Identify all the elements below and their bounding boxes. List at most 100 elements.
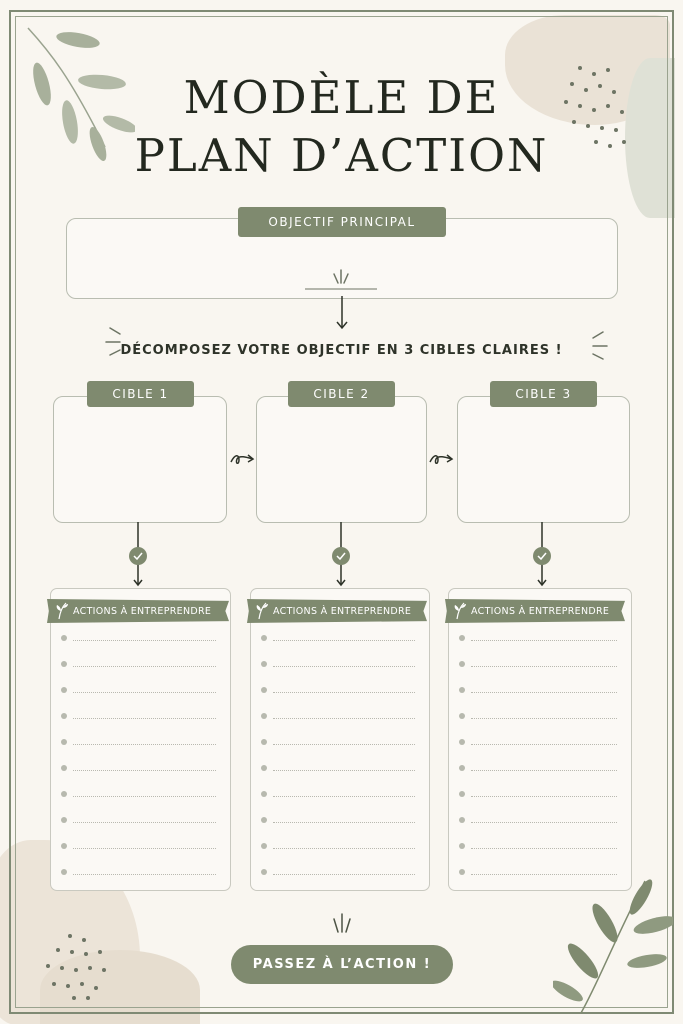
actions-card-3: ACTIONS À ENTREPRENDRE <box>445 588 632 891</box>
dotted-line <box>273 770 415 771</box>
dotted-line <box>471 848 617 849</box>
bullet-dot <box>61 843 67 849</box>
action-line[interactable] <box>261 635 415 645</box>
decor-blob-right <box>625 58 675 218</box>
dotted-line <box>471 874 617 875</box>
page-title-line2: PLAN D’ACTION <box>134 129 549 182</box>
action-line[interactable] <box>459 739 617 749</box>
action-line[interactable] <box>261 713 415 723</box>
action-line[interactable] <box>261 791 415 801</box>
bullet-dot <box>261 765 267 771</box>
actions-card-label: ACTIONS À ENTREPRENDRE <box>73 605 212 617</box>
dotted-line <box>73 848 216 849</box>
bullet-dot <box>261 687 267 693</box>
action-line[interactable] <box>61 661 216 671</box>
action-line[interactable] <box>61 817 216 827</box>
bullet-dot <box>261 843 267 849</box>
leaf-branch-icon <box>553 879 673 1014</box>
action-line[interactable] <box>261 843 415 853</box>
bullet-dot <box>459 843 465 849</box>
check-circle-icon <box>533 522 551 587</box>
action-line[interactable] <box>261 869 415 879</box>
dotted-line <box>273 640 415 641</box>
dotted-line <box>73 718 216 719</box>
bullet-dot <box>459 687 465 693</box>
leaf-icon <box>56 602 68 620</box>
sparkle-icon-bottom <box>333 913 351 933</box>
actions-card-header: ACTIONS À ENTREPRENDRE <box>47 599 229 623</box>
bullet-dot <box>61 635 67 641</box>
action-line[interactable] <box>61 791 216 801</box>
dotted-line <box>471 822 617 823</box>
action-line[interactable] <box>61 765 216 775</box>
action-line[interactable] <box>261 817 415 827</box>
dotted-line <box>273 848 415 849</box>
bullet-dot <box>61 687 67 693</box>
action-line[interactable] <box>459 791 617 801</box>
bullet-dot <box>61 817 67 823</box>
action-line[interactable] <box>459 817 617 827</box>
action-line[interactable] <box>459 843 617 853</box>
target-1-label: CIBLE 1 <box>87 381 194 407</box>
bullet-dot <box>61 869 67 875</box>
action-line[interactable] <box>459 687 617 697</box>
bullet-dot <box>459 765 465 771</box>
action-line[interactable] <box>261 687 415 697</box>
bullet-dot <box>261 661 267 667</box>
check-circle-icon <box>129 522 147 587</box>
objective-label: OBJECTIF PRINCIPAL <box>238 207 446 237</box>
actions-card-header: ACTIONS À ENTREPRENDRE <box>445 599 625 623</box>
dotted-line <box>73 770 216 771</box>
action-line[interactable] <box>459 869 617 879</box>
dotted-line <box>471 796 617 797</box>
leaf-icon <box>454 602 466 620</box>
leaf-branch-icon <box>27 27 135 162</box>
bullet-dot <box>459 635 465 641</box>
target-3-box[interactable] <box>457 396 630 523</box>
dotted-line <box>73 666 216 667</box>
action-line[interactable] <box>261 739 415 749</box>
target-1-box[interactable] <box>53 396 227 523</box>
action-line[interactable] <box>61 869 216 879</box>
dotted-line <box>73 692 216 693</box>
action-line[interactable] <box>61 739 216 749</box>
page-title-line1: MODÈLE DE <box>183 71 500 124</box>
action-line[interactable] <box>459 713 617 723</box>
dotted-line <box>273 796 415 797</box>
bullet-dot <box>61 791 67 797</box>
action-line[interactable] <box>459 661 617 671</box>
action-line[interactable] <box>61 713 216 723</box>
action-line[interactable] <box>459 635 617 645</box>
bullet-dot <box>459 791 465 797</box>
bullet-dot <box>61 713 67 719</box>
action-line[interactable] <box>261 661 415 671</box>
arrow-down-icon <box>336 296 348 330</box>
dotted-line <box>471 666 617 667</box>
bullet-dot <box>261 817 267 823</box>
bullet-dot <box>459 739 465 745</box>
dotted-line <box>73 874 216 875</box>
target-2-box[interactable] <box>256 396 427 523</box>
bullet-dot <box>459 869 465 875</box>
bullet-dot <box>261 739 267 745</box>
dotted-line <box>471 744 617 745</box>
action-line[interactable] <box>459 765 617 775</box>
sparkle-icon-right <box>592 331 608 360</box>
curly-arrow-icon <box>429 454 454 464</box>
leaf-icon <box>256 602 268 620</box>
action-line[interactable] <box>61 687 216 697</box>
call-to-action-button[interactable]: PASSEZ À L’ACTION ! <box>231 945 453 984</box>
action-line[interactable] <box>61 843 216 853</box>
actions-card-header: ACTIONS À ENTREPRENDRE <box>247 599 427 623</box>
dotted-line <box>273 822 415 823</box>
bullet-dot <box>61 765 67 771</box>
sparkle-icon <box>305 269 377 290</box>
dotted-line <box>273 718 415 719</box>
curly-arrow-icon <box>230 454 255 464</box>
dotted-line <box>471 692 617 693</box>
actions-card-label: ACTIONS À ENTREPRENDRE <box>471 605 610 617</box>
dotted-line <box>73 640 216 641</box>
action-line[interactable] <box>261 765 415 775</box>
dotted-line <box>73 796 216 797</box>
action-line[interactable] <box>61 635 216 645</box>
